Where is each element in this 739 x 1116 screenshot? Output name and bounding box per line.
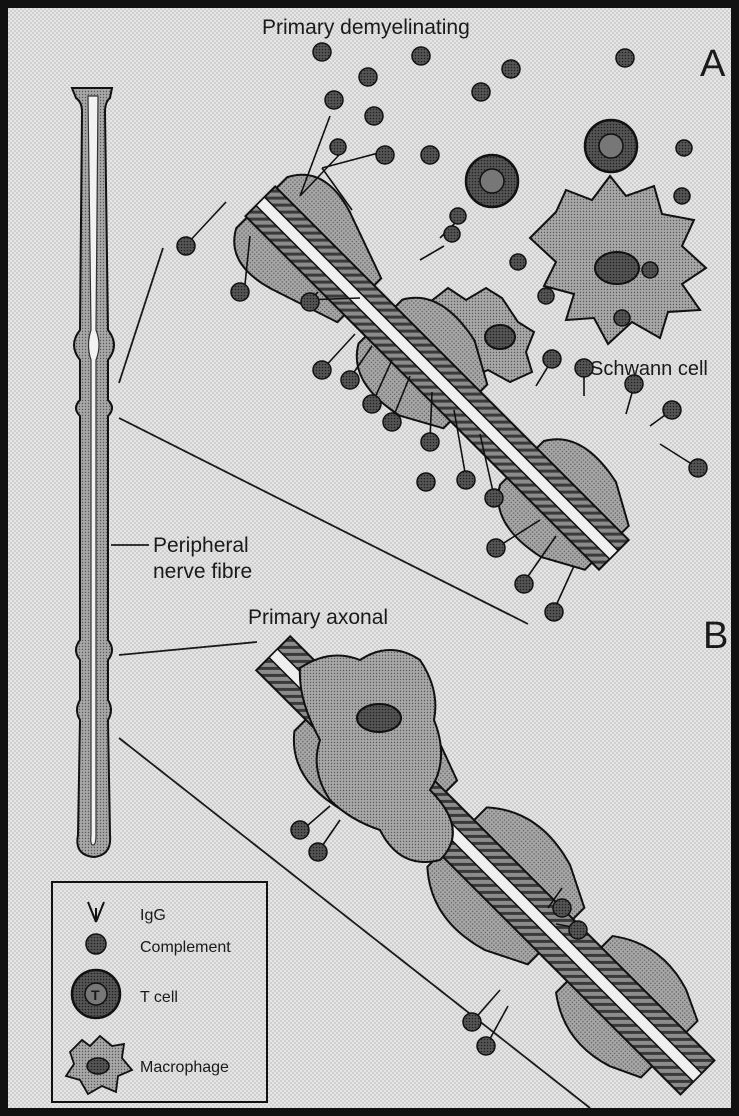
panel-a-letter: A <box>700 43 726 85</box>
t-cell-symbol: T <box>91 987 100 1003</box>
legend-complement: Complement <box>140 939 231 956</box>
legend-macrophage: Macrophage <box>140 1059 229 1076</box>
legend-t-cell: T cell <box>140 989 178 1006</box>
label-primary-axonal: Primary axonal <box>248 606 388 629</box>
complement-icon <box>86 934 106 954</box>
legend: IgG Complement T T cell Macrophage <box>52 882 267 1102</box>
label-peripheral-line2: nerve fibre <box>153 560 252 583</box>
label-schwann-cell: Schwann cell <box>590 358 708 380</box>
label-peripheral-line1: Peripheral <box>153 534 249 557</box>
panel-b-letter: B <box>703 615 728 657</box>
label-primary-demyelinating: Primary demyelinating <box>262 16 470 39</box>
legend-igg: IgG <box>140 907 166 924</box>
